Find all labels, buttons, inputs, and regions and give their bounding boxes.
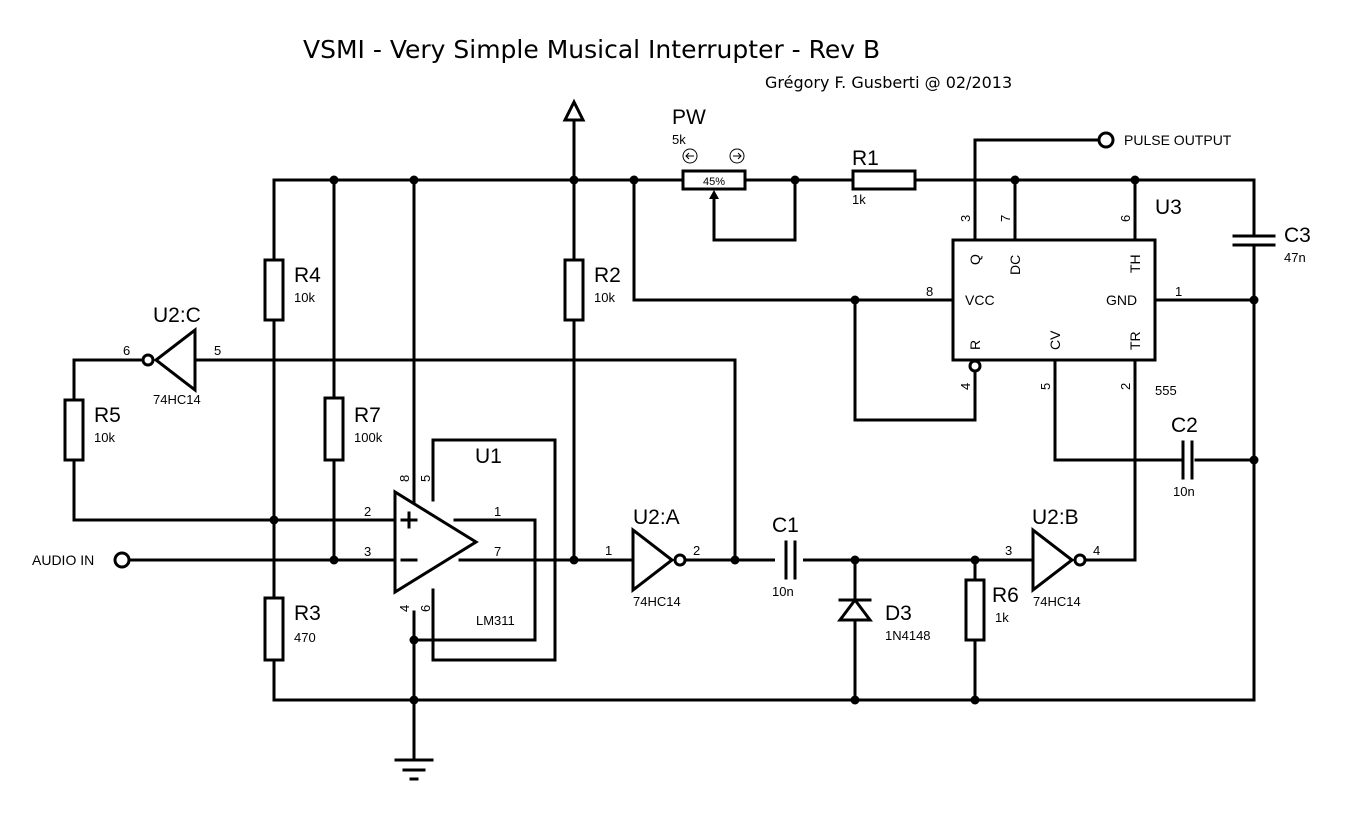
svg-text:TR: TR <box>1127 331 1143 350</box>
svg-text:555: 555 <box>1155 383 1177 398</box>
svg-text:R5: R5 <box>94 404 121 427</box>
svg-text:74HC14: 74HC14 <box>153 392 201 407</box>
svg-text:1N4148: 1N4148 <box>885 628 931 643</box>
svg-text:R3: R3 <box>294 602 321 625</box>
svg-text:R1: R1 <box>852 147 879 170</box>
inverter-u2c: U2:C 74HC14 5 6 <box>123 304 221 407</box>
svg-text:5: 5 <box>214 343 221 358</box>
wires <box>72 116 1256 762</box>
svg-text:100k: 100k <box>354 430 383 445</box>
svg-text:1: 1 <box>605 543 612 558</box>
svg-text:R: R <box>967 340 983 350</box>
inverter-u2b: U2:B 74HC14 3 4 <box>1005 506 1100 609</box>
pw-wiper-value: 45% <box>703 176 725 188</box>
svg-text:4: 4 <box>958 383 973 390</box>
svg-text:10k: 10k <box>94 430 115 445</box>
resistor-r1: R1 1k <box>851 147 917 207</box>
svg-text:7: 7 <box>998 215 1013 222</box>
svg-text:1: 1 <box>1175 284 1182 299</box>
svg-text:R2: R2 <box>594 264 621 287</box>
pulse-output-port[interactable]: PULSE OUTPUT <box>1097 131 1232 149</box>
svg-text:DC: DC <box>1007 255 1023 275</box>
svg-text:2: 2 <box>693 543 700 558</box>
svg-text:PW: PW <box>672 106 706 129</box>
svg-text:47n: 47n <box>1284 250 1306 265</box>
author-date: Grégory F. Gusberti @ 02/2013 <box>765 73 1012 92</box>
svg-text:5: 5 <box>418 475 433 482</box>
potentiometer-pw[interactable]: 45% PW 5k <box>672 106 747 199</box>
comparator-u1: U1 LM311 2 3 1 7 8 5 4 6 <box>364 445 515 628</box>
svg-text:3: 3 <box>364 544 371 559</box>
audio-in-label: AUDIO IN <box>32 552 94 568</box>
svg-text:U1: U1 <box>475 445 502 468</box>
resistor-r5: R5 10k <box>63 398 121 462</box>
svg-text:1: 1 <box>494 504 501 519</box>
svg-text:6: 6 <box>123 343 130 358</box>
timer-u3: U3 555 VCC GND Q DC TH R CV TR 3 7 6 8 1… <box>926 196 1182 398</box>
resistor-r6: R6 1k <box>964 578 1019 642</box>
schematic-title: VSMI - Very Simple Musical Interrupter -… <box>303 35 880 64</box>
capacitor-c3: C3 47n <box>1232 224 1311 265</box>
svg-text:74HC14: 74HC14 <box>1033 594 1081 609</box>
ground-icon <box>394 758 434 781</box>
svg-text:C3: C3 <box>1284 224 1311 247</box>
svg-text:10k: 10k <box>594 290 615 305</box>
svg-text:470: 470 <box>294 630 316 645</box>
pw-decrement-button[interactable] <box>682 148 698 164</box>
capacitor-c2: C2 10n <box>1171 414 1198 499</box>
svg-text:10n: 10n <box>1173 484 1195 499</box>
capacitor-c1: C1 10n <box>772 514 803 599</box>
svg-text:4: 4 <box>397 605 412 612</box>
diode-d3: D3 1N4148 <box>837 597 931 643</box>
svg-text:1k: 1k <box>852 192 866 207</box>
svg-text:U2:A: U2:A <box>633 506 680 529</box>
svg-text:D3: D3 <box>885 602 912 625</box>
svg-text:C1: C1 <box>772 514 799 537</box>
svg-text:2: 2 <box>364 504 371 519</box>
svg-text:C2: C2 <box>1171 414 1198 437</box>
svg-text:CV: CV <box>1047 330 1063 350</box>
svg-text:4: 4 <box>1093 543 1100 558</box>
resistor-r4: R4 10k <box>263 258 321 322</box>
svg-text:2: 2 <box>1118 383 1133 390</box>
svg-text:8: 8 <box>397 475 412 482</box>
inverter-u2a: U2:A 74HC14 1 2 <box>605 506 700 609</box>
svg-text:3: 3 <box>958 215 973 222</box>
svg-text:LM311: LM311 <box>476 613 515 628</box>
svg-text:R4: R4 <box>294 264 321 287</box>
svg-text:5k: 5k <box>672 132 686 147</box>
svg-text:8: 8 <box>926 284 933 299</box>
svg-text:U2:C: U2:C <box>153 304 201 327</box>
svg-text:74HC14: 74HC14 <box>633 594 681 609</box>
svg-text:R6: R6 <box>992 584 1019 607</box>
resistor-r7: R7 100k <box>323 396 383 462</box>
resistor-r3: R3 470 <box>263 596 321 662</box>
audio-in-port[interactable]: AUDIO IN <box>32 551 131 569</box>
svg-text:R7: R7 <box>354 404 381 427</box>
pulse-output-label: PULSE OUTPUT <box>1124 132 1232 148</box>
svg-text:7: 7 <box>494 544 501 559</box>
svg-text:3: 3 <box>1005 543 1012 558</box>
svg-text:GND: GND <box>1106 292 1137 308</box>
junctions <box>269 175 1259 705</box>
svg-text:TH: TH <box>1127 254 1143 273</box>
svg-text:U2:B: U2:B <box>1032 506 1079 529</box>
svg-text:5: 5 <box>1038 383 1053 390</box>
svg-text:10n: 10n <box>772 584 794 599</box>
resistor-r2: R2 10k <box>563 258 621 322</box>
svg-text:Q: Q <box>967 254 983 265</box>
svg-text:VCC: VCC <box>965 292 995 308</box>
vcc-arrow-icon <box>562 98 586 122</box>
svg-text:6: 6 <box>1118 215 1133 222</box>
svg-text:6: 6 <box>418 605 433 612</box>
svg-text:1k: 1k <box>995 610 1009 625</box>
pw-increment-button[interactable] <box>729 148 745 164</box>
svg-text:U3: U3 <box>1155 196 1182 219</box>
svg-text:10k: 10k <box>294 290 315 305</box>
